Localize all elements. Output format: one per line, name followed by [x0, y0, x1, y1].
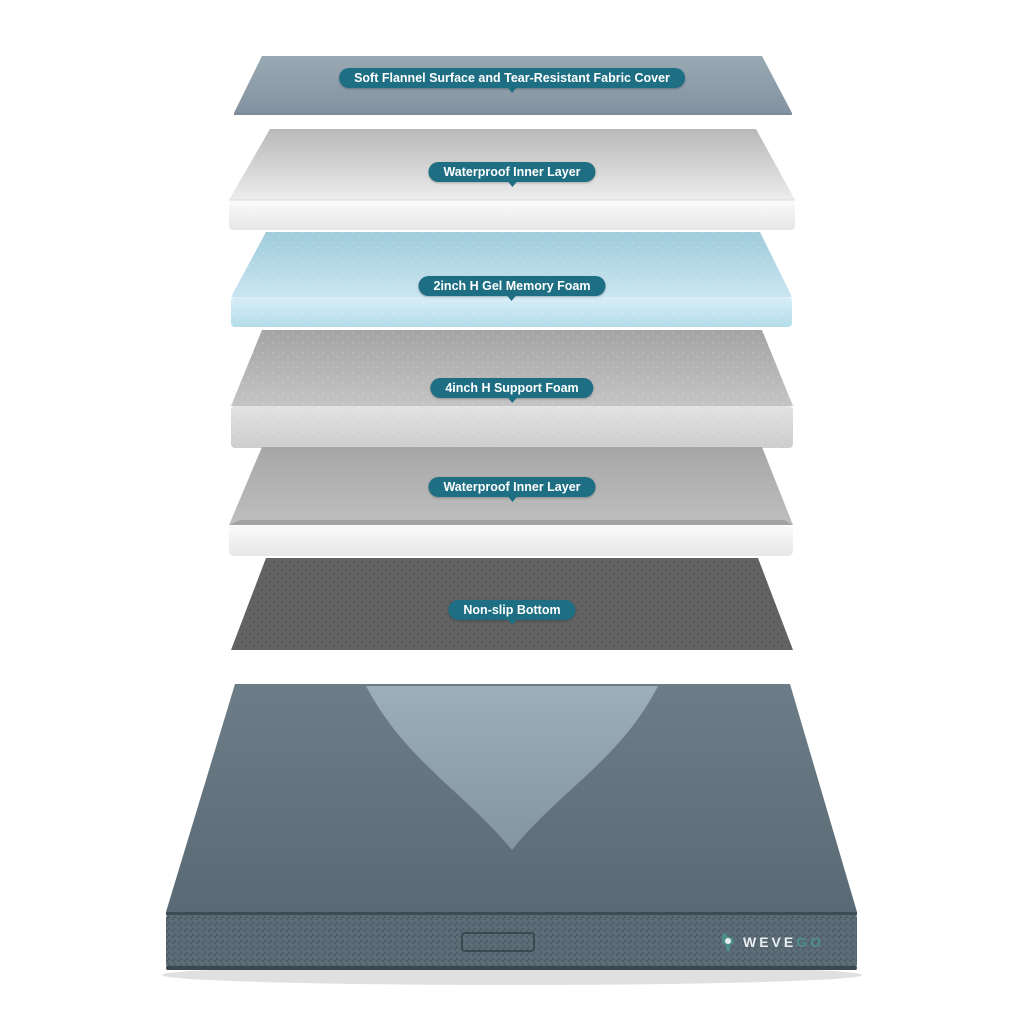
label-cover: Soft Flannel Surface and Tear-Resistant … [339, 68, 685, 93]
label-gel-foam: 2inch H Gel Memory Foam [418, 276, 606, 301]
brand-logo: WEVEGO [718, 931, 824, 953]
label-support-foam: 4inch H Support Foam [430, 378, 594, 403]
assembled-mattress [162, 684, 862, 985]
label-waterproof-bottom: Waterproof Inner Layer [428, 477, 596, 502]
layer-support-foam-shape [231, 330, 793, 448]
label-non-slip: Non-slip Bottom [448, 600, 576, 625]
label-waterproof-top: Waterproof Inner Layer [428, 162, 596, 187]
dog-logo-icon [722, 933, 734, 951]
mattress-handle[interactable] [461, 932, 535, 952]
mattress-sheen [366, 686, 658, 850]
layer-gel-foam-shape [231, 232, 792, 327]
brand-name: WEVEGO [743, 934, 825, 950]
